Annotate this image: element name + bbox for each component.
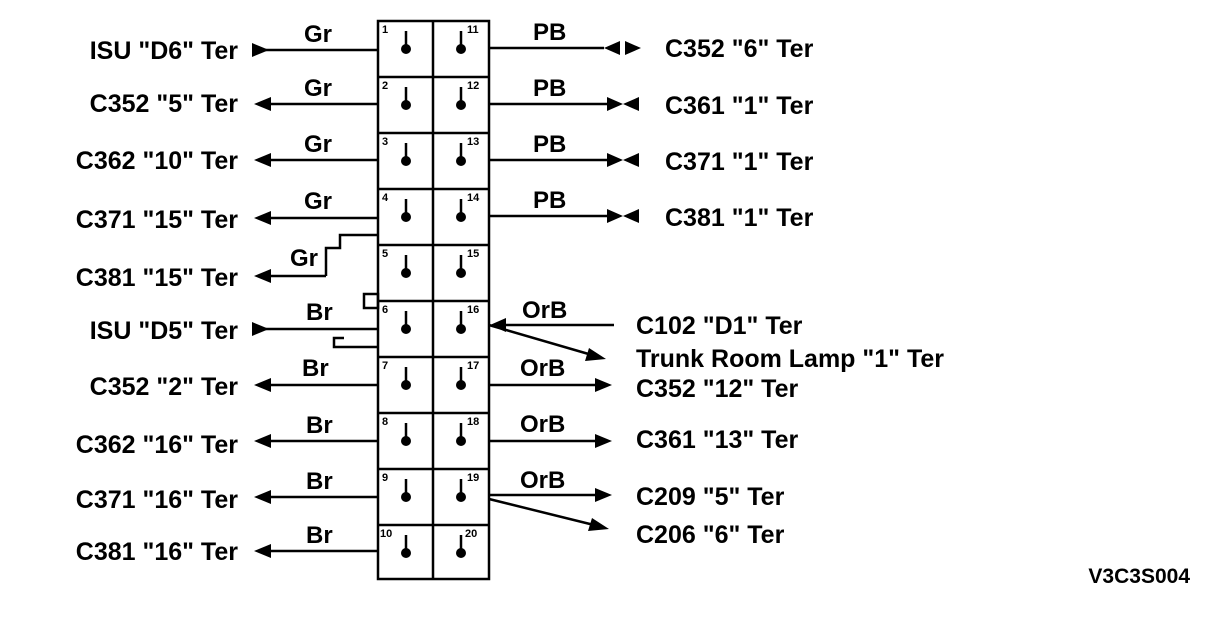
terminal-label: C209 "5" Ter [636, 483, 785, 511]
pin-number: 10 [380, 528, 392, 540]
pin-number: 14 [467, 192, 480, 204]
pin-contact [401, 212, 411, 222]
terminal-label: C381 "16" Ter [76, 538, 238, 566]
pin-contacts [401, 31, 466, 558]
pin-number: 1 [382, 24, 388, 36]
terminal-label: C362 "16" Ter [76, 431, 238, 459]
pin-contact [401, 436, 411, 446]
pin-number: 8 [382, 416, 388, 428]
pin-number: 11 [467, 24, 479, 36]
terminal-label: C381 "1" Ter [665, 204, 814, 232]
right-wire-colors: PB PB PB PB OrB OrB OrB OrB [520, 19, 567, 494]
wire-color-label: PB [533, 75, 566, 102]
wire-color-label: OrB [520, 411, 565, 438]
wire-color-label: Gr [304, 75, 332, 102]
right-wiring [488, 41, 641, 531]
wire-color-label: Br [306, 412, 333, 439]
pin-number: 19 [467, 472, 479, 484]
pin-contact [456, 492, 466, 502]
terminal-label: C352 "2" Ter [90, 373, 239, 401]
pin-contact [401, 100, 411, 110]
wire-color-label: PB [533, 131, 566, 158]
terminal-label: Trunk Room Lamp "1" Ter [636, 345, 944, 373]
pin-number: 20 [465, 528, 477, 540]
pin-contact [456, 380, 466, 390]
wire-color-label: OrB [520, 467, 565, 494]
pin-number: 17 [467, 360, 479, 372]
terminal-label: C102 "D1" Ter [636, 312, 803, 340]
pin-contact [456, 548, 466, 558]
wire-color-label: Gr [304, 188, 332, 215]
terminal-label: C371 "15" Ter [76, 206, 238, 234]
pin-contact [456, 324, 466, 334]
wire-color-label: PB [533, 19, 566, 46]
pin-number: 7 [382, 360, 388, 372]
pin-contact [401, 268, 411, 278]
left-wire-colors: Gr Gr Gr Gr Gr Br Br Br Br Br [290, 21, 333, 549]
pin-number: 18 [467, 416, 479, 428]
pin-number: 2 [382, 80, 388, 92]
terminal-label: C371 "1" Ter [665, 148, 814, 176]
pin-contact [456, 268, 466, 278]
wire-color-label: OrB [522, 297, 567, 324]
pin-numbers: 1 2 3 4 5 6 7 8 9 10 11 12 13 14 15 16 1… [380, 24, 480, 540]
terminal-label: ISU "D5" Ter [90, 317, 239, 345]
pin-contact [401, 548, 411, 558]
splice-brackets [324, 233, 380, 349]
wire-color-label: Br [306, 522, 333, 549]
terminal-label: C362 "10" Ter [76, 147, 238, 175]
terminal-label: C371 "16" Ter [76, 486, 238, 514]
terminal-label: C361 "1" Ter [665, 92, 814, 120]
pin-contact [456, 212, 466, 222]
wire-color-label: Gr [304, 21, 332, 48]
pin-contact [456, 436, 466, 446]
left-terminals: ISU "D6" Ter C352 "5" Ter C362 "10" Ter … [76, 37, 239, 566]
wire-color-label: PB [533, 187, 566, 214]
connector-block [376, 19, 491, 581]
terminal-label: C206 "6" Ter [636, 521, 785, 549]
wire-color-label: Gr [304, 131, 332, 158]
pin-contact [401, 44, 411, 54]
terminal-label: C381 "15" Ter [76, 264, 238, 292]
wire-color-label: Br [302, 355, 329, 382]
pin-contact [401, 156, 411, 166]
pin-number: 4 [382, 192, 389, 204]
right-terminals: C352 "6" Ter C361 "1" Ter C371 "1" Ter C… [636, 35, 944, 549]
pin-number: 12 [467, 80, 479, 92]
terminal-label: C352 "12" Ter [636, 375, 798, 403]
terminal-label: C352 "6" Ter [665, 35, 814, 63]
terminal-label: C361 "13" Ter [636, 426, 798, 454]
wire-color-label: Br [306, 468, 333, 495]
pin-number: 16 [467, 304, 479, 316]
pin-number: 5 [382, 248, 388, 260]
wire-color-label: OrB [520, 355, 565, 382]
pin-number: 3 [382, 136, 388, 148]
terminal-label: ISU "D6" Ter [90, 37, 239, 65]
pin-contact [401, 380, 411, 390]
pin-contact [401, 324, 411, 334]
wire-color-label: Br [306, 299, 333, 326]
diagram-code: V3C3S004 [1088, 565, 1190, 588]
pin-contact [456, 100, 466, 110]
pin-number: 9 [382, 472, 388, 484]
pin-number: 13 [467, 136, 479, 148]
pin-contact [456, 44, 466, 54]
pin-contact [401, 492, 411, 502]
pin-number: 6 [382, 304, 388, 316]
left-wiring [252, 43, 378, 558]
pin-contact [456, 156, 466, 166]
pin-number: 15 [467, 248, 479, 260]
terminal-label: C352 "5" Ter [90, 90, 239, 118]
wire-color-label: Gr [290, 245, 318, 272]
